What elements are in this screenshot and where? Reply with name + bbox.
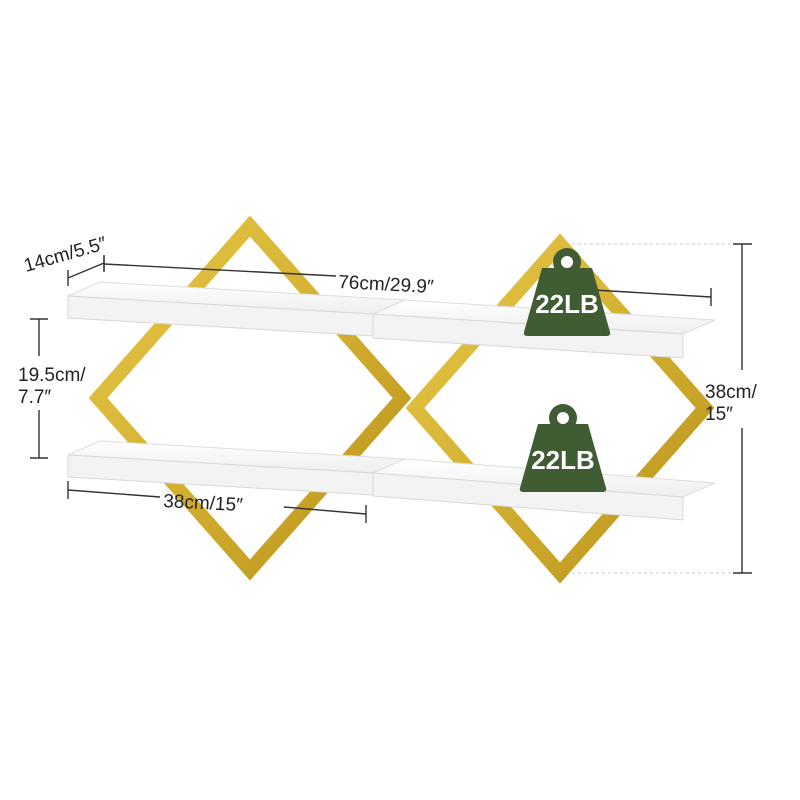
shelf-width-line-right	[283, 506, 367, 515]
width-line-right	[593, 289, 712, 298]
depth-label: 14cm/5.5″	[22, 233, 110, 277]
bottom-load-label: 22LB	[531, 445, 595, 475]
total-width-label: 76cm/29.9″	[338, 272, 435, 298]
shelf-gap-label-line2: 7.7″	[18, 387, 51, 408]
shelf-width-line-left	[67, 489, 161, 498]
weight-icon: 22LB	[523, 248, 611, 336]
weight-icon: 22LB	[519, 404, 607, 492]
shelf-width-label: 38cm/15″	[163, 491, 244, 516]
left-diamond-frame	[88, 215, 412, 581]
total-height-label-line1: 38cm/	[705, 382, 757, 403]
shelf-gap-label-line1: 19.5cm/	[18, 365, 86, 386]
top-load-label: 22LB	[535, 289, 599, 319]
total-height-label-line2: 15″	[705, 404, 733, 425]
width-line-left	[103, 263, 337, 277]
depth-line	[67, 262, 105, 279]
